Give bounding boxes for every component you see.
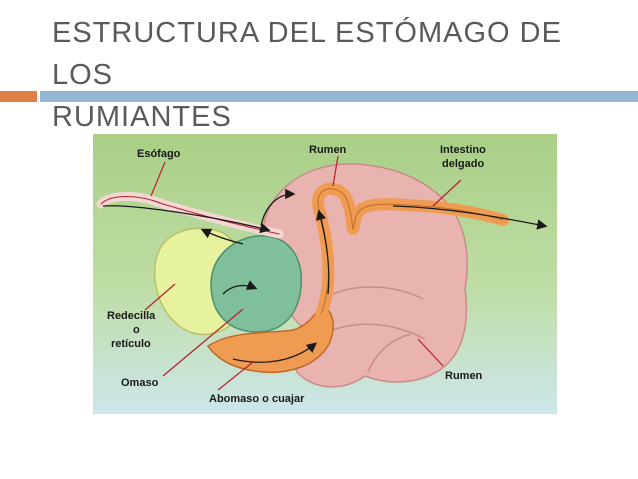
label-redecilla-line1: Redecilla: [107, 310, 156, 322]
label-intestino-line2: delgado: [442, 158, 484, 170]
title-accent-bar: [0, 91, 37, 102]
title-line-2: RUMIANTES: [52, 101, 232, 133]
pointer-omaso: [162, 308, 244, 377]
label-rumen-bottom: Rumen: [445, 370, 483, 382]
label-omaso: Omaso: [121, 377, 159, 389]
title-line-1: ESTRUCTURA DEL ESTÓMAGO DE LOS: [52, 17, 562, 91]
flow-arrow-omasum: [222, 280, 258, 295]
pointer-rumen-bottom: [417, 338, 444, 367]
flow-arrow-intestine-out: [392, 205, 548, 230]
flow-arrow-rumen-loop: [260, 188, 296, 227]
slide-title: ESTRUCTURA DEL ESTÓMAGO DE LOS RUMIANTES: [52, 12, 612, 138]
flow-arrow-abomasum: [232, 342, 318, 363]
pointer-abomaso: [217, 361, 254, 391]
rumen-fold-3: [367, 333, 412, 373]
label-esofago: Esófago: [137, 148, 181, 160]
pointer-rumen-top: [332, 155, 339, 187]
flow-arrow-reticulum: [200, 228, 244, 245]
label-rumen-top: Rumen: [309, 144, 347, 156]
label-redecilla-line3: retículo: [111, 338, 151, 350]
omasum-organ: [210, 235, 302, 333]
abomasum-organ: [206, 305, 334, 374]
stomach-diagram: Esófago Rumen Intestino delgado Redecill…: [93, 134, 557, 414]
flow-arrow-intestine-up: [316, 209, 330, 295]
rumen-fold-1: [332, 286, 424, 300]
flow-arrow-esophagus: [102, 205, 271, 234]
label-abomaso: Abomaso o cuajar: [209, 393, 305, 405]
title-divider-bar: [40, 91, 638, 102]
label-redecilla-line2: o: [133, 324, 140, 336]
pointer-redecilla: [144, 283, 176, 311]
label-intestino-line1: Intestino: [440, 144, 486, 156]
pointer-esofago: [150, 161, 166, 197]
pointer-intestino: [432, 179, 462, 207]
stomach-diagram-svg: Esófago Rumen Intestino delgado Redecill…: [93, 134, 557, 414]
esophagus-outline: [100, 196, 280, 235]
